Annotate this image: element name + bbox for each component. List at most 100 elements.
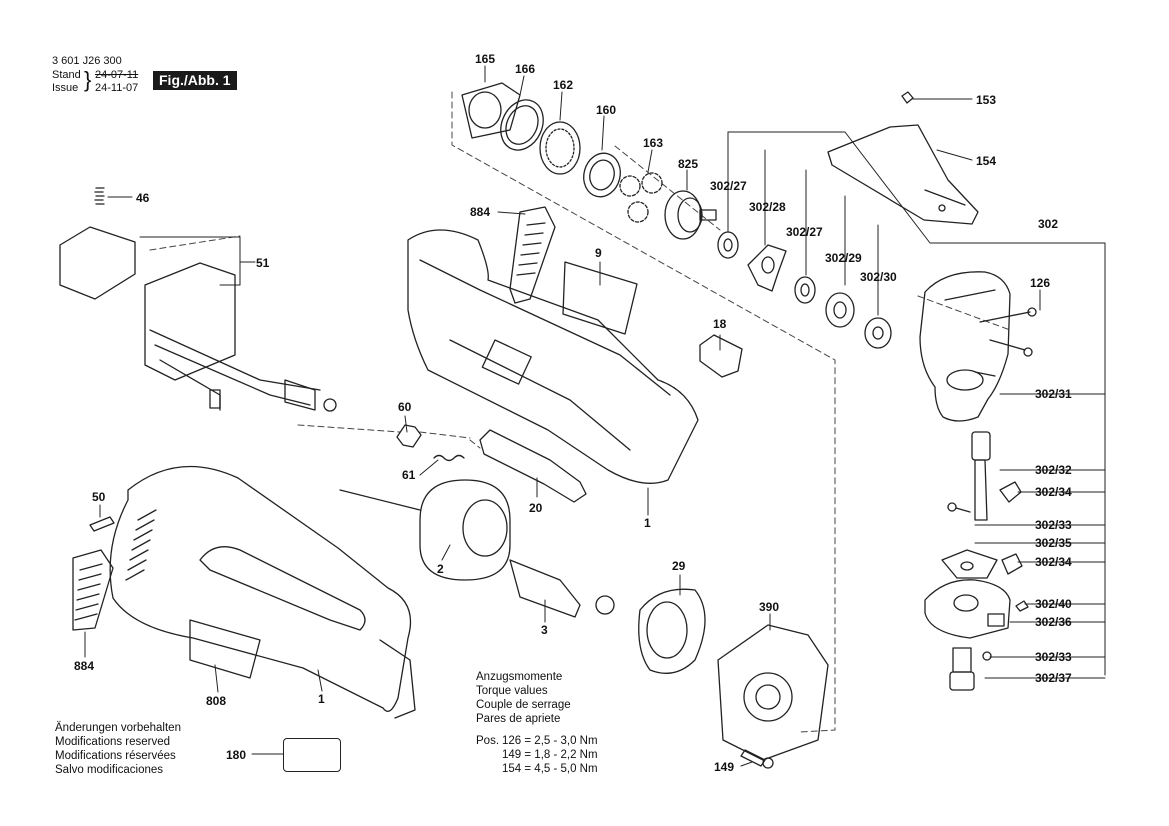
fan-guide-29	[638, 588, 706, 674]
cam-302-28	[747, 244, 787, 292]
label-20: 20	[529, 501, 543, 515]
label-160: 160	[596, 103, 617, 117]
label-302-37: 302/37	[1035, 671, 1072, 685]
lever-20	[479, 429, 587, 503]
screws-126	[974, 307, 1037, 377]
label-9	[562, 261, 638, 335]
brush-holder-60	[396, 424, 422, 448]
label-46: 46	[136, 191, 150, 205]
screw-50	[89, 516, 115, 532]
label-163: 163	[643, 136, 664, 150]
label-153: 153	[976, 93, 997, 107]
issue-date: 24-11-07	[95, 82, 139, 94]
label-165: 165	[475, 52, 496, 66]
ring-165	[461, 82, 521, 139]
switch-module-51	[59, 226, 337, 412]
torque-row-149: 149 = 1,8 - 2,2 Nm	[502, 749, 598, 761]
label-50: 50	[92, 490, 106, 504]
label-302-29: 302/29	[825, 251, 862, 265]
spring-61	[433, 454, 465, 462]
label-149: 149	[714, 760, 735, 774]
assembly-guide-lines	[149, 91, 1011, 733]
torque-row-126: 126 = 2,5 - 3,0 Nm	[502, 735, 598, 747]
label-302-36: 302/36	[1035, 615, 1072, 629]
label-51: 51	[256, 256, 270, 270]
label-302-40: 302/40	[1035, 597, 1072, 611]
mod-note-es: Salvo modificaciones	[55, 764, 164, 776]
label-302-27-b: 302/27	[786, 225, 823, 239]
label-3: 3	[541, 623, 548, 637]
torque-heading-es: Pares de apriete	[476, 713, 561, 725]
label-2: 2	[437, 562, 444, 576]
blade-302-32	[971, 431, 991, 521]
guard-154	[827, 124, 979, 225]
label-154: 154	[976, 154, 997, 168]
field-coil-2	[339, 479, 511, 581]
insert-302-34-lower	[1001, 553, 1023, 575]
label-29: 29	[672, 559, 686, 573]
screw-149	[740, 749, 774, 769]
shear-head-302-31	[919, 271, 1011, 422]
mod-note-en: Modifications reserved	[55, 736, 171, 748]
vent-cover-884-top	[509, 206, 556, 304]
label-302-31: 302/31	[1035, 387, 1072, 401]
housing-half-1-top	[407, 229, 699, 484]
housing-half-1-bottom	[109, 465, 416, 719]
part-180-box	[283, 738, 341, 772]
label-60: 60	[398, 400, 412, 414]
label-808: 808	[206, 694, 227, 708]
label-61: 61	[402, 468, 416, 482]
issue-label: Issue	[52, 82, 79, 94]
label-302-27-a: 302/27	[710, 179, 747, 193]
label-302-28: 302/28	[749, 200, 786, 214]
bolt-302-37	[949, 647, 975, 691]
plate-302-35	[941, 549, 998, 579]
vent-cover-884-bottom	[72, 549, 114, 631]
mod-note-de: Änderungen vorbehalten	[55, 722, 181, 734]
stand-label: Stand	[52, 69, 81, 81]
ring-160	[583, 152, 621, 198]
torque-heading-de: Anzugsmomente	[476, 671, 563, 683]
die-302-36	[924, 579, 1011, 639]
brace: }	[84, 67, 92, 92]
label-126: 126	[1030, 276, 1051, 290]
label-180: 180	[226, 748, 247, 762]
label-884-top: 884	[470, 205, 491, 219]
spring-46	[94, 187, 105, 205]
label-166: 166	[515, 62, 536, 76]
label-884-bottom: 884	[74, 659, 95, 673]
label-302: 302	[1038, 217, 1059, 231]
planet-carrier-825	[664, 190, 717, 240]
label-390: 390	[759, 600, 780, 614]
label-18: 18	[713, 317, 727, 331]
figure-label: Fig./Abb. 1	[153, 71, 237, 90]
screw-302-33-lower	[982, 651, 992, 661]
bearing-302-30	[864, 317, 892, 349]
mod-note-fr: Modifications réservées	[55, 750, 176, 762]
label-825: 825	[678, 157, 699, 171]
torque-row-154: 154 = 4,5 - 5,0 Nm	[502, 763, 598, 775]
ring-166	[500, 99, 544, 151]
screw-302-33-upper	[947, 502, 971, 513]
label-302-33-b: 302/33	[1035, 650, 1072, 664]
insert-302-34-upper	[999, 481, 1022, 503]
part-number: 3 601 J26 300	[52, 55, 122, 67]
label-1-bottom: 1	[318, 692, 325, 706]
ring-gear-162	[539, 121, 581, 175]
bearing-plate-390	[717, 624, 829, 761]
leader-lines	[84, 65, 1106, 767]
planet-gears-163	[619, 172, 663, 223]
label-302-32: 302/32	[1035, 463, 1072, 477]
label-302-33-a: 302/33	[1035, 518, 1072, 532]
bearing-302-29	[825, 292, 855, 328]
label-1-top: 1	[644, 516, 651, 530]
screw-302-40	[1015, 600, 1029, 612]
torque-pos-prefix: Pos.	[476, 735, 500, 747]
torque-heading-en: Torque values	[476, 685, 548, 697]
plate-18	[699, 334, 743, 378]
stand-date: 24-07-11	[95, 69, 139, 81]
label-162: 162	[553, 78, 574, 92]
armature-3	[509, 559, 615, 618]
